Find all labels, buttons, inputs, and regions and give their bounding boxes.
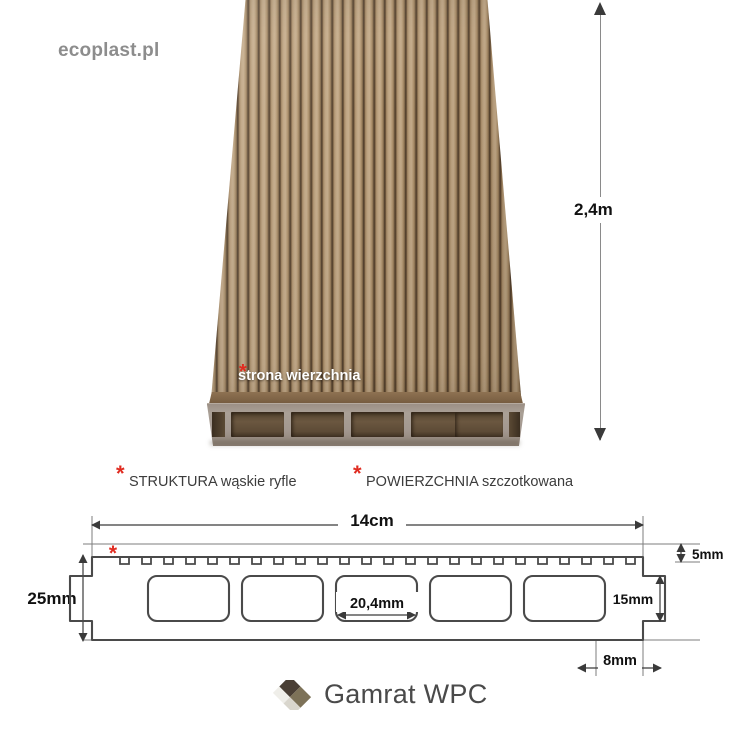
board-chamber-edge-left — [212, 412, 225, 437]
width-dimension-label: 14cm — [350, 511, 393, 530]
feature-label-surface: POWIERZCHNIA szczotkowana — [366, 474, 574, 490]
board-chamber — [455, 412, 503, 437]
surface-label-star: * — [239, 361, 247, 383]
board-ribbed-surface — [211, 0, 522, 398]
thickness-dimension-label: 25mm — [27, 589, 76, 608]
board-drop-shadow — [210, 441, 520, 447]
length-dimension-line — [600, 6, 601, 440]
logo-text: Gamrat WPC — [324, 679, 488, 709]
board-chamber — [351, 412, 404, 437]
chamber-width-label: 20,4mm — [350, 596, 404, 612]
surface-label: strona wierzchnia — [238, 368, 361, 384]
board-chamber-edge-right — [509, 412, 520, 437]
rib-width-label: 8mm — [603, 653, 637, 669]
profile-chamber — [522, 574, 607, 623]
profile-chamber — [240, 574, 325, 623]
feature-star-1: * — [116, 461, 125, 486]
watermark-ecoplast: ecoplast.pl — [58, 40, 160, 61]
length-arrow-up-icon — [594, 2, 606, 15]
cross-section-drawing: 14cm 25mm — [24, 510, 724, 676]
board-chamber — [291, 412, 344, 437]
cross-section-star-marker: * — [109, 542, 118, 565]
feature-label-structure: STRUKTURA wąskie ryfle — [129, 474, 297, 490]
profile-top-grooves — [119, 557, 636, 565]
length-arrow-down-icon — [594, 428, 606, 441]
board-chamber — [231, 412, 284, 437]
gamrat-chevron-icon — [272, 679, 312, 710]
length-dimension-label: 2,4m — [569, 197, 618, 223]
top-wall-label: 5mm — [692, 547, 724, 562]
profile-chamber — [428, 574, 513, 623]
gamrat-wpc-logo: Gamrat WPC — [272, 679, 488, 710]
chamber-height-label: 15mm — [613, 591, 653, 607]
board-photo: * strona wierzchnia — [206, 0, 526, 447]
profile-outline — [68, 555, 667, 642]
feature-star-2: * — [353, 461, 362, 486]
profile-chamber — [146, 574, 231, 623]
